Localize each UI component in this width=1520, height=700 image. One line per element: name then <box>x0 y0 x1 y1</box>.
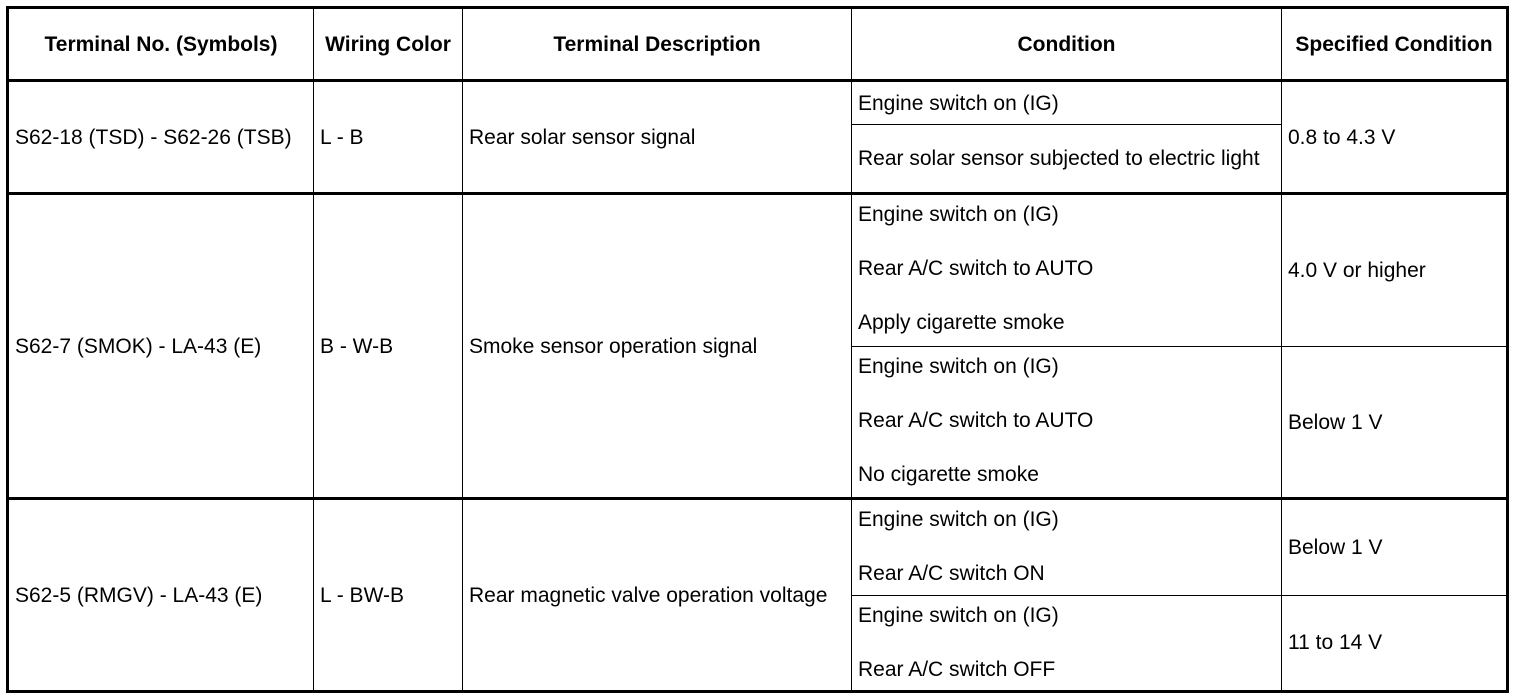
description-cell: Smoke sensor operation signal <box>462 193 852 501</box>
condition-line: Rear A/C switch OFF <box>858 657 1056 681</box>
condition-line: Engine switch on (IG) <box>858 354 1059 378</box>
specified-condition-cell: Below 1 V <box>1281 498 1508 596</box>
table-row: S62-5 (RMGV) - LA-43 (E) L - BW-B Rear m… <box>7 498 1508 692</box>
wiring-color-cell: L - B <box>313 79 463 196</box>
header-row: Terminal No. (Symbols) Wiring Color Term… <box>7 7 1508 82</box>
condition-line: Rear solar sensor subjected to electric … <box>858 147 1260 171</box>
wiring-color-cell: L - BW-B <box>313 498 463 692</box>
specified-condition-cell: 11 to 14 V <box>1281 594 1508 693</box>
header-terminal-description: Terminal Description <box>462 7 852 82</box>
specified-condition-cell: 4.0 V or higher <box>1281 193 1508 347</box>
condition-line: No cigarette smoke <box>858 462 1039 486</box>
specified-condition-cell: Below 1 V <box>1281 345 1508 501</box>
condition-line: Engine switch on (IG) <box>858 603 1059 627</box>
condition-cell: Engine switch on (IG) Rear A/C switch to… <box>851 345 1282 501</box>
specified-condition-cell: 0.8 to 4.3 V <box>1281 79 1508 196</box>
condition-cell: Rear solar sensor subjected to electric … <box>851 124 1282 196</box>
condition-line: Engine switch on (IG) <box>858 508 1059 532</box>
table-row: Engine switch on (IG) Rear A/C switch to… <box>8 345 1508 501</box>
condition-line: Rear A/C switch to AUTO <box>858 257 1094 281</box>
table-row: S62-18 (TSD) - S62-26 (TSB) L - B Rear s… <box>7 79 1508 196</box>
table-row: Rear solar sensor subjected to electric … <box>8 124 1508 196</box>
condition-line: Engine switch on (IG) <box>858 91 1059 115</box>
terminal-cell: S62-5 (RMGV) - LA-43 (E) <box>7 498 314 692</box>
terminal-cell: S62-18 (TSD) - S62-26 (TSB) <box>7 79 314 196</box>
description-cell: Rear solar sensor signal <box>462 79 852 196</box>
header-terminal: Terminal No. (Symbols) <box>7 7 314 82</box>
condition-line: Rear A/C switch to AUTO <box>858 408 1094 432</box>
condition-cell: Engine switch on (IG) Rear A/C switch to… <box>851 193 1282 347</box>
terminal-spec-table: Terminal No. (Symbols) Wiring Color Term… <box>6 6 1509 693</box>
header-condition: Condition <box>851 7 1282 82</box>
wiring-color-cell: B - W-B <box>313 193 463 501</box>
header-wiring-color: Wiring Color <box>313 7 463 82</box>
condition-cell: Engine switch on (IG) Rear A/C switch OF… <box>851 594 1282 693</box>
header-specified-condition: Specified Condition <box>1281 7 1508 82</box>
condition-line: Apply cigarette smoke <box>858 311 1065 335</box>
description-cell: Rear magnetic valve operation voltage <box>462 498 852 692</box>
table-row: S62-7 (SMOK) - LA-43 (E) B - W-B Smoke s… <box>7 193 1508 501</box>
condition-line: Engine switch on (IG) <box>858 203 1059 227</box>
condition-line: Rear A/C switch ON <box>858 562 1045 586</box>
terminal-cell: S62-7 (SMOK) - LA-43 (E) <box>7 193 314 501</box>
condition-cell: Engine switch on (IG) Rear A/C switch ON <box>851 498 1282 596</box>
table-row: Engine switch on (IG) Rear A/C switch OF… <box>8 594 1508 693</box>
condition-cell: Engine switch on (IG) <box>851 79 1282 126</box>
